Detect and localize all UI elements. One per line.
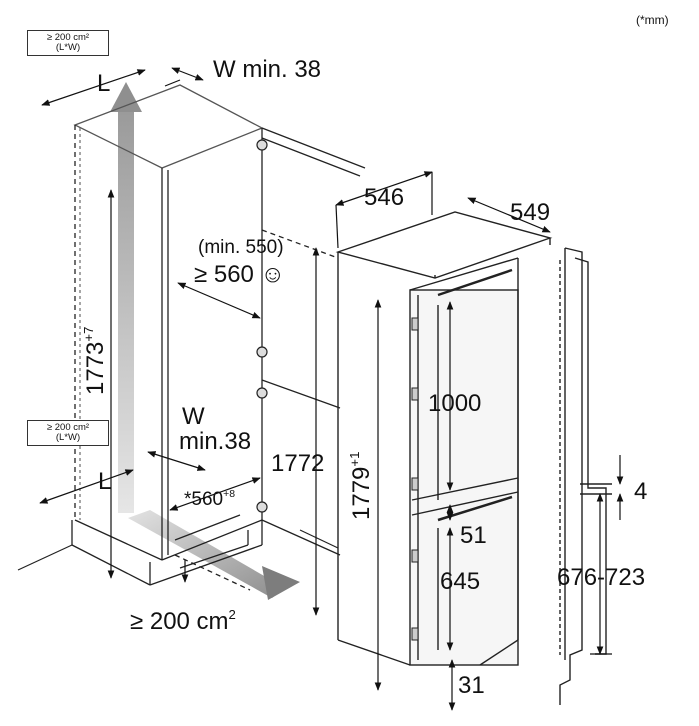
dim-min-550: (min. 550) <box>198 237 284 258</box>
plinth-vent-value: ≥ 200 cm <box>130 608 229 635</box>
airflow-floor-arrow <box>128 510 300 600</box>
airflow-up-arrow <box>110 82 142 513</box>
vent-area-top-formula: (L*W) <box>55 42 81 53</box>
dim-appliance-height-tol: +1 <box>347 451 363 467</box>
dim-560-width: *560+8 <box>184 489 236 510</box>
dim-niche-height-tol: +7 <box>81 326 97 342</box>
dim-niche-height: 1773+7 <box>81 326 109 395</box>
dim-549: 549 <box>510 199 551 226</box>
dim-ge-560: ≥ 560 ☺ <box>194 261 286 288</box>
unit-note: (*mm) <box>636 13 669 27</box>
plinth-vent-unit-exp: 2 <box>228 607 236 623</box>
dim-appliance-height-value: 1779 <box>348 466 375 520</box>
vent-area-box-bottom: ≥ 200 cm² (L*W) <box>27 420 109 446</box>
vent-area-top-value: ≥ 200 cm² <box>46 32 90 43</box>
dim-1772: 1772 <box>271 450 325 477</box>
dimension-lines <box>39 67 624 711</box>
dim-L-top: L <box>97 70 111 97</box>
dim-W-bottom: W <box>182 403 205 430</box>
dim-676-723: 676-723 <box>557 564 646 591</box>
dim-560-width-value: *560 <box>184 489 224 510</box>
vent-area-box-top: ≥ 200 cm² (L*W) <box>27 30 109 56</box>
fridge <box>335 211 553 666</box>
dim-4: 4 <box>634 478 648 505</box>
dim-niche-height-value: 1773 <box>82 341 109 395</box>
dim-51: 51 <box>460 522 487 549</box>
dim-1000: 1000 <box>428 390 482 417</box>
vent-area-bottom-formula: (L*W) <box>55 432 81 443</box>
door-rail-profile <box>559 247 612 705</box>
fridge-hinges <box>411 317 419 641</box>
dim-31: 31 <box>458 672 485 699</box>
dim-546: 546 <box>364 184 405 211</box>
hinge-fittings <box>256 139 268 513</box>
vent-area-bottom-value: ≥ 200 cm² <box>46 422 90 433</box>
niche-cabinet <box>71 84 366 591</box>
dim-appliance-height: 1779+1 <box>347 451 375 520</box>
dim-w-min-top: W min. 38 <box>213 56 322 83</box>
dim-645: 645 <box>440 568 481 595</box>
plinth-vent-area: ≥ 200 cm2 <box>130 607 236 635</box>
dim-min38-bottom: min.38 <box>179 428 252 455</box>
dim-L-bottom: L <box>98 468 112 495</box>
dim-560-width-tol: +8 <box>223 489 236 501</box>
